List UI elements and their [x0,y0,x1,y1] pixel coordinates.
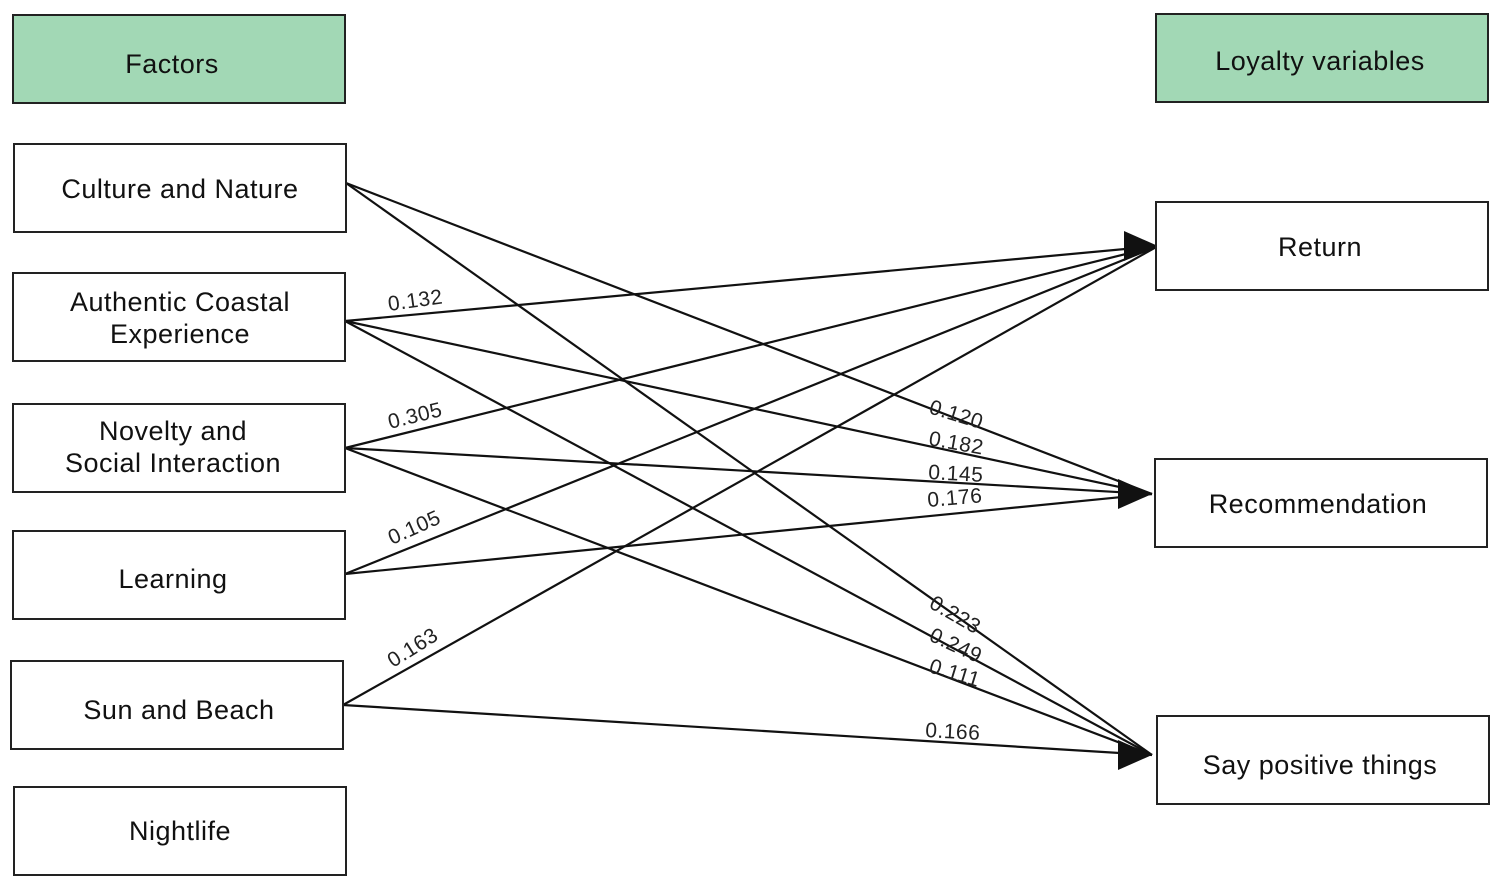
outcome-label-say-positive: Say positive things [1203,750,1438,780]
factors-header: Factors [12,14,346,104]
factor-label-novelty-line1: Novelty and [99,416,247,446]
path-line-culture-say [345,182,1153,756]
outcome-box-return: Return [1155,201,1489,291]
factor-label-novelty-line2: Social Interaction [65,448,281,478]
loyalty-header: Loyalty variables [1155,13,1489,103]
coef-learning-recommendation: 0.176 [926,484,983,512]
coef-authentic-return: 0.132 [386,286,444,316]
factors-header-label: Factors [125,49,219,79]
arrowhead-recommendation [1118,479,1152,509]
outcome-box-say-positive: Say positive things [1156,715,1490,805]
factor-box-culture: Culture and Nature [13,143,347,233]
path-line-authentic-say [344,320,1153,756]
factor-box-sun: Sun and Beach [10,660,344,750]
coef-novelty-return: 0.305 [386,398,445,434]
outcome-box-recommendation: Recommendation [1154,458,1488,548]
factor-box-authentic: Authentic Coastal Experience [12,272,346,362]
coef-sun-say: 0.166 [925,719,981,745]
path-line-culture-recommendation [345,181,1153,496]
coefficient-labels: 0.132 0.305 0.105 0.163 0.120 0.182 0.14… [383,286,985,745]
factor-box-novelty: Novelty and Social Interaction [12,403,346,493]
factor-label-culture: Culture and Nature [61,174,298,204]
path-line-learning-return [344,244,1159,576]
path-line-authentic-return [344,244,1159,323]
outcome-label-return: Return [1278,232,1362,262]
factor-label-authentic-line2: Experience [110,319,250,349]
arrowhead-say [1118,740,1152,770]
coef-learning-return: 0.105 [385,506,445,549]
path-line-novelty-say [344,446,1153,757]
coef-novelty-recommendation: 0.145 [928,461,984,487]
factor-box-learning: Learning [12,530,346,620]
path-line-sun-say [342,703,1153,757]
factor-label-nightlife: Nightlife [129,816,231,846]
arrowhead-return [1124,231,1158,261]
path-line-sun-return [342,245,1159,706]
factor-label-sun: Sun and Beach [83,695,274,725]
factor-label-authentic-line1: Authentic Coastal [70,287,290,317]
path-line-novelty-return [344,244,1159,450]
path-line-learning-recommendation [344,492,1153,576]
loyalty-header-label: Loyalty variables [1215,46,1425,76]
factor-label-learning: Learning [118,564,227,594]
path-line-novelty-recommendation [344,446,1153,496]
outcome-label-recommendation: Recommendation [1209,489,1428,519]
path-line-authentic-recommendation [344,319,1153,496]
factor-box-nightlife: Nightlife [13,786,347,876]
path-lines [342,181,1159,770]
